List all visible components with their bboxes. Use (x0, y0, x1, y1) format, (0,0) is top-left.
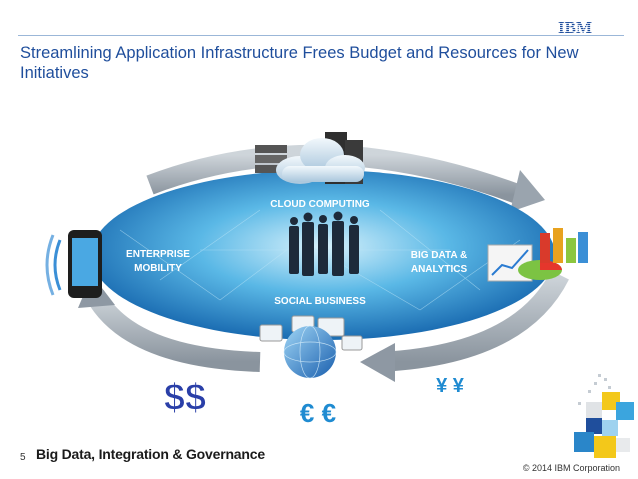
cloud-icon (276, 138, 365, 184)
euro-signs: € € (300, 398, 336, 428)
enterprise-mobility-label-line2: MOBILITY (134, 263, 182, 274)
copyright-text: © 2014 IBM Corporation (522, 463, 620, 473)
slide-number: 5 (20, 452, 26, 463)
mobile-phone-icon (45, 230, 102, 298)
ibm-logo-text: IBM (558, 18, 592, 36)
globe-lines (283, 325, 337, 379)
dollar-signs: $$ (164, 377, 206, 419)
analytics-charts-icon (487, 228, 588, 282)
slide-title: Streamlining Application Infrastructure … (20, 44, 579, 82)
title-rule (18, 35, 624, 36)
corner-decoration (574, 374, 634, 458)
big-data-analytics-label-line1: BIG DATA & (411, 250, 467, 261)
cloud-computing-label: CLOUD COMPUTING (270, 199, 370, 210)
social-business-label: SOCIAL BUSINESS (274, 296, 366, 307)
big-data-analytics-label-line2: ANALYTICS (411, 264, 468, 275)
yen-signs: ¥ ¥ (436, 375, 465, 397)
globe-icon (284, 326, 336, 378)
enterprise-mobility-label-line1: ENTERPRISE (126, 249, 190, 260)
business-people-icon (289, 211, 359, 276)
infrastructure-diagram: CLOUD COMPUTING ENTERPRISE MOBILITY BIG … (45, 132, 588, 428)
footer-title: Big Data, Integration & Governance (36, 446, 265, 462)
ibm-logo: IBM (558, 18, 592, 36)
